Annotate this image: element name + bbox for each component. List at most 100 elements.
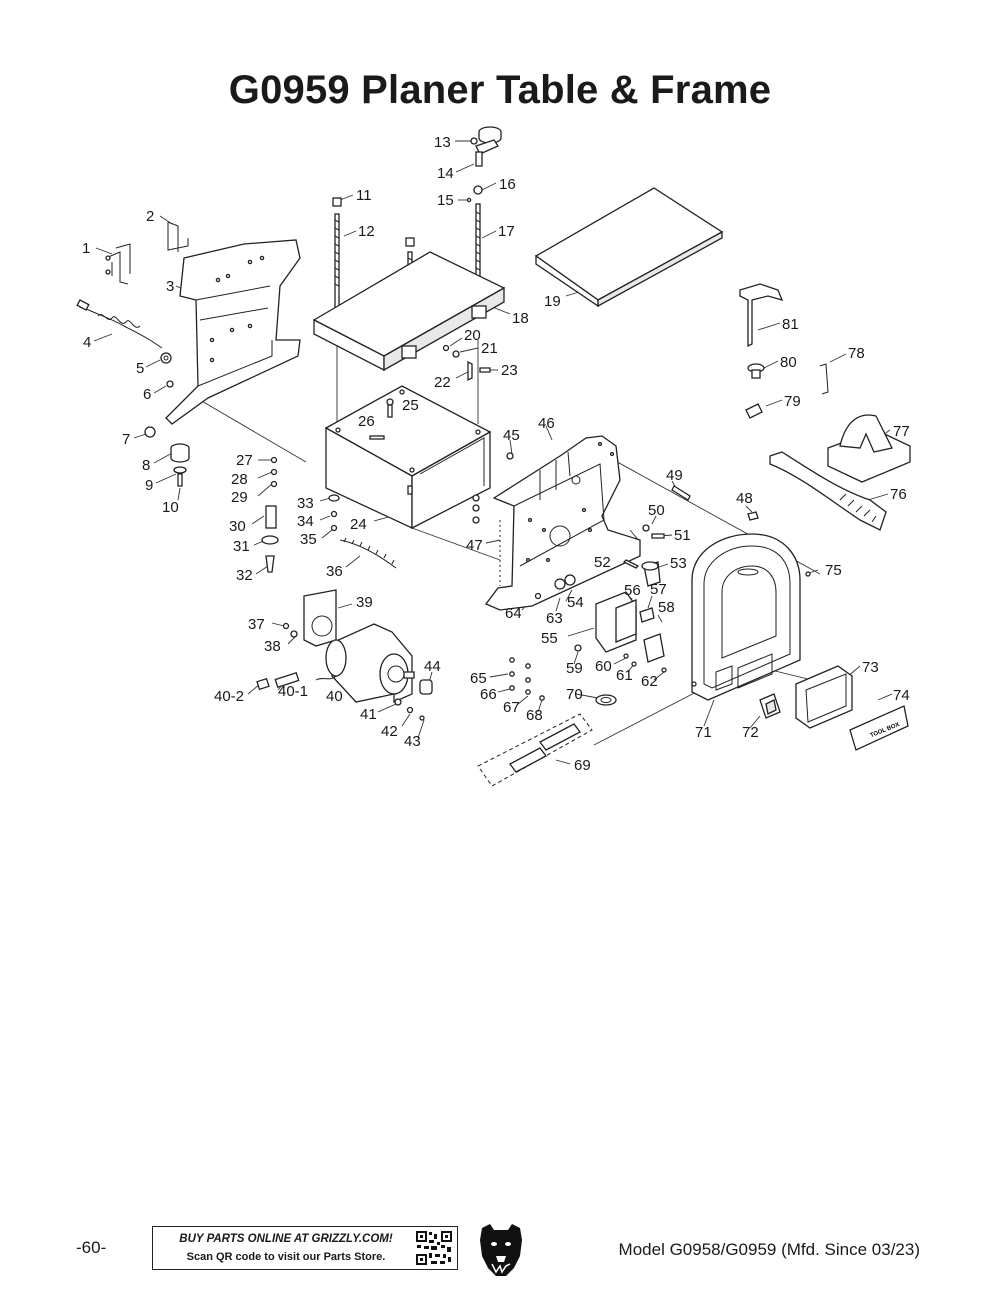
callout-label-18: 18	[512, 310, 529, 327]
callout-label-40-2: 40-2	[214, 688, 244, 705]
hardware-parts-25-35	[261, 398, 480, 573]
callout-label-80: 80	[780, 354, 797, 371]
callout-label-4: 4	[83, 334, 91, 351]
callout-label-20: 20	[464, 327, 481, 344]
callout-label-5: 5	[136, 360, 144, 377]
bracket-parts-1-2	[105, 221, 189, 285]
callout-label-25: 25	[402, 397, 419, 414]
callout-label-36: 36	[326, 563, 343, 580]
power-cord-part-4	[76, 299, 163, 349]
callout-label-61: 61	[616, 667, 633, 684]
callout-label-37: 37	[248, 616, 265, 633]
callout-label-26: 26	[358, 413, 375, 430]
callout-label-69: 69	[574, 757, 591, 774]
callout-label-7: 7	[122, 431, 130, 448]
hardware-parts-20-23	[442, 344, 491, 382]
callout-label-66: 66	[480, 686, 497, 703]
callout-label-74: 74	[893, 687, 910, 704]
callout-label-81: 81	[782, 316, 799, 333]
leader-lines	[93, 140, 893, 765]
callout-label-75: 75	[825, 562, 842, 579]
promo-headline: BUY PARTS ONLINE AT GRIZZLY.COM!	[179, 1233, 393, 1245]
callout-label-35: 35	[300, 531, 317, 548]
accessory-parts-75-81	[739, 283, 911, 531]
callout-label-77: 77	[893, 423, 910, 440]
callout-label-33: 33	[297, 495, 314, 512]
callout-label-17: 17	[498, 223, 515, 240]
callout-label-72: 72	[742, 724, 759, 741]
callout-label-23: 23	[501, 362, 518, 379]
hardware-parts-5-10	[144, 352, 190, 487]
callout-label-24: 24	[350, 516, 367, 533]
callout-label-52: 52	[594, 554, 611, 571]
extension-table-part-19	[534, 187, 724, 308]
callout-label-13: 13	[434, 134, 451, 151]
callout-label-67: 67	[503, 699, 520, 716]
callout-label-64: 64	[505, 605, 522, 622]
page-number: -60-	[76, 1238, 107, 1257]
callout-label-65: 65	[470, 670, 487, 687]
callout-label-57: 57	[650, 581, 667, 598]
callout-label-78: 78	[848, 345, 865, 362]
callout-label-41: 41	[360, 706, 377, 723]
callout-label-21: 21	[481, 340, 498, 357]
callout-label-68: 68	[526, 707, 543, 724]
callout-label-19: 19	[544, 293, 561, 310]
callout-label-31: 31	[233, 538, 250, 555]
callout-label-9: 9	[145, 477, 153, 494]
left-stand-end-part-3	[165, 239, 301, 425]
switch-and-toolbox-parts-72-74: TOOL BOX	[759, 665, 909, 751]
callout-label-6: 6	[143, 386, 151, 403]
cabinet-base-part-24	[324, 385, 492, 530]
crank-handle-parts-13-16	[466, 126, 502, 203]
callout-label-60: 60	[595, 658, 612, 675]
callout-label-30: 30	[229, 518, 246, 535]
callout-label-12: 12	[358, 223, 375, 240]
callout-label-48: 48	[736, 490, 753, 507]
callout-label-46: 46	[538, 415, 555, 432]
promo-subline: Scan QR code to visit our Parts Store.	[186, 1251, 386, 1263]
callout-label-63: 63	[546, 610, 563, 627]
callout-label-10: 10	[162, 499, 179, 516]
callout-label-15: 15	[437, 192, 454, 209]
callout-label-11: 11	[356, 187, 372, 204]
callout-label-59: 59	[566, 660, 583, 677]
motor-assembly-parts-37-44	[256, 589, 433, 721]
drive-chain-part-36	[339, 537, 397, 569]
callout-label-16: 16	[499, 176, 516, 193]
model-info: Model G0958/G0959 (Mfd. Since 03/23)	[618, 1240, 920, 1259]
callout-label-73: 73	[862, 659, 879, 676]
callout-label-2: 2	[146, 208, 154, 225]
pulley-cover-part-71	[691, 533, 811, 701]
table-bed-part-18	[312, 251, 506, 372]
qr-code-icon[interactable]	[415, 1230, 453, 1266]
callout-label-76: 76	[890, 486, 907, 503]
callout-label-1: 1	[82, 240, 90, 257]
callout-label-3: 3	[166, 278, 174, 295]
callout-label-34: 34	[297, 513, 314, 530]
callout-label-32: 32	[236, 567, 253, 584]
callout-label-22: 22	[434, 374, 451, 391]
callout-label-50: 50	[648, 502, 665, 519]
callout-label-39: 39	[356, 594, 373, 611]
callout-label-8: 8	[142, 457, 150, 474]
page-title: G0959 Planer Table & Frame	[228, 68, 772, 112]
callout-label-43: 43	[404, 733, 421, 750]
parts-store-promo-box[interactable]: BUY PARTS ONLINE AT GRIZZLY.COM! Scan QR…	[152, 1226, 458, 1270]
callout-label-62: 62	[641, 673, 658, 690]
callout-label-42: 42	[381, 723, 398, 740]
callout-labels: 1234567891011121314151617181920212223242…	[82, 134, 910, 774]
callout-label-38: 38	[264, 638, 281, 655]
callout-label-55: 55	[541, 630, 558, 647]
callout-label-27: 27	[236, 452, 253, 469]
callout-label-29: 29	[231, 489, 248, 506]
callout-label-45: 45	[503, 427, 520, 444]
callout-label-54: 54	[567, 594, 584, 611]
grizzly-bear-logo-icon	[480, 1224, 522, 1276]
callout-label-51: 51	[674, 527, 691, 544]
right-frame-part-46	[484, 435, 641, 611]
callout-label-14: 14	[437, 165, 454, 182]
callout-label-70: 70	[566, 686, 583, 703]
